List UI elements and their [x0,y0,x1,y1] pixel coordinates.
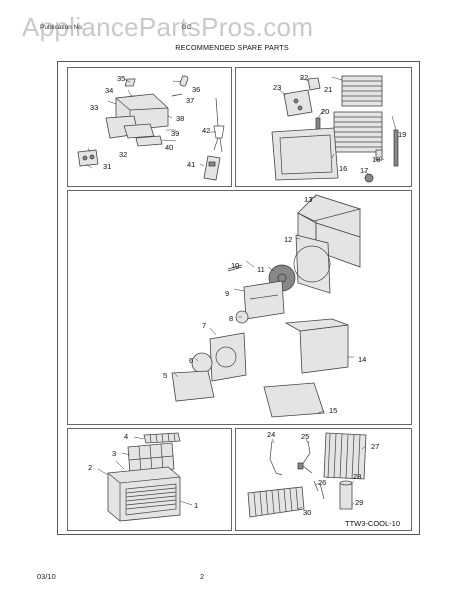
footer-page-number: 2 [200,572,205,581]
part-label-10: 10 [231,261,240,270]
part-label-30: 30 [303,508,312,517]
part-label-31: 31 [103,162,112,171]
chassis-panel: 13 12 10 11 9 8 7 14 6 5 15 [67,190,412,425]
part-label-32: 32 [119,150,128,159]
part-label-11: 11 [257,265,265,274]
part-label-15: 15 [329,406,338,415]
cabinet-drawing [97,432,193,522]
front-grille-panel: 22 23 21 20 19 16 18 17 [235,67,412,187]
part-label-23: 23 [273,83,282,92]
part-label-41: 41 [187,160,196,169]
part-label-17: 17 [360,166,369,175]
cabinet-panel: 4 3 2 1 [67,428,232,531]
refrigeration-panel: 24 25 27 28 26 29 30 TTW3-COOL-10 [235,428,412,531]
page-title: RECOMMENDED SPARE PARTS [175,43,289,52]
part-label-20: 20 [321,107,330,116]
part-label-8: 8 [229,314,234,323]
part-label-1: 1 [194,501,199,510]
part-label-36: 36 [192,85,201,94]
parts-diagram-frame: 35 36 34 37 33 38 39 40 32 31 42 41 [57,61,420,535]
part-label-13: 13 [304,195,313,204]
part-label-33: 33 [90,103,99,112]
part-label-40: 40 [165,143,174,152]
controls-panel: 35 36 34 37 33 38 39 40 32 31 42 41 [67,67,232,187]
part-label-25: 25 [301,432,310,441]
part-label-18: 18 [372,155,381,164]
part-label-34: 34 [105,86,114,95]
part-label-38: 38 [176,114,185,123]
part-label-16: 16 [339,164,348,173]
part-label-27: 27 [371,442,380,451]
part-label-28: 28 [353,472,362,481]
part-label-42: 42 [202,126,211,135]
refrigeration-drawing [247,432,367,518]
part-label-4: 4 [124,432,129,441]
part-label-35: 35 [117,74,126,83]
part-label-29: 29 [355,498,364,507]
part-label-12: 12 [284,235,293,244]
part-label-21: 21 [324,85,333,94]
part-label-7: 7 [202,321,207,330]
part-label-9: 9 [225,289,230,298]
watermark: AppliancePartsPros.com [22,12,314,42]
part-label-39: 39 [171,129,180,138]
diagram-code: TTW3-COOL-10 [345,519,401,528]
part-label-14: 14 [358,355,367,364]
chassis-drawing [171,194,362,418]
part-label-2: 2 [88,463,93,472]
publication-line: Publication No. GC [40,24,191,31]
part-label-24: 24 [267,430,276,439]
part-label-37: 37 [186,96,195,105]
part-label-5: 5 [163,371,168,380]
part-label-6: 6 [189,356,194,365]
part-label-26: 26 [318,478,327,487]
part-label-3: 3 [112,449,117,458]
controls-drawing [77,75,225,181]
publication-label: Publication No. [40,24,84,31]
front-grille-drawing [271,75,399,183]
footer-date: 03/10 [37,572,56,581]
part-label-19: 19 [398,130,407,139]
model-label: GC [181,24,192,31]
part-label-22: 22 [300,73,309,82]
